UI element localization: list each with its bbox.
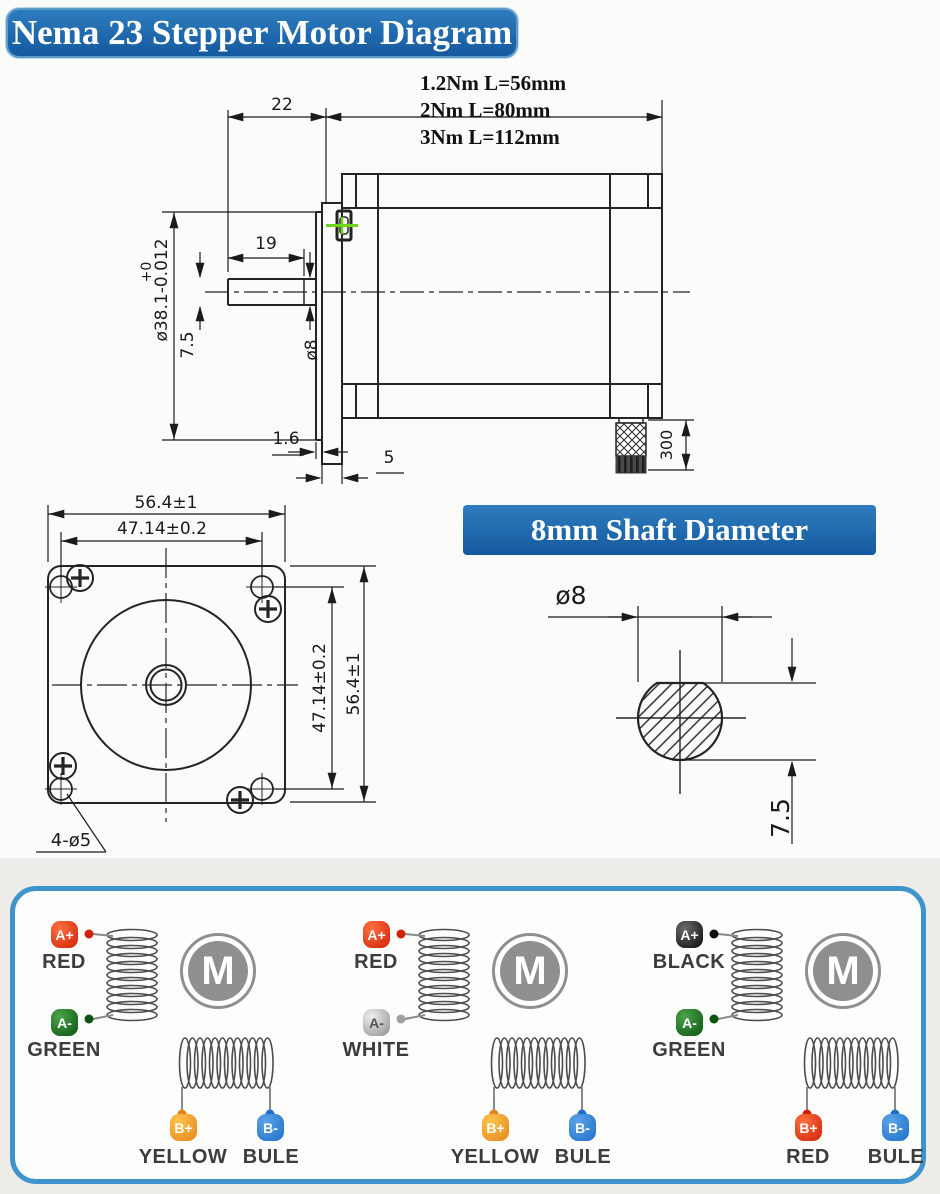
dim-cable-length: 300 bbox=[657, 429, 676, 461]
wiring-diagram: A+ RED A- GREEN M B+ YELLOW B- BULE bbox=[23, 901, 318, 1183]
phase-b-coil bbox=[490, 1037, 586, 1089]
shaft-banner-label: 8mm Shaft Diameter bbox=[530, 512, 809, 547]
dim-hole-spacing-side: 47.14±0.2 bbox=[309, 643, 330, 733]
wire-color-label-b-minus: BULE bbox=[554, 1146, 612, 1168]
motor-m-label: M bbox=[813, 941, 873, 1001]
phase-b-coil bbox=[803, 1037, 899, 1089]
wire-dot bbox=[709, 1014, 719, 1024]
wiring-diagram: A+ RED A- WHITE M B+ YELLOW B- BULE bbox=[335, 901, 630, 1183]
length-label-3: 3Nm L=112mm bbox=[420, 124, 560, 149]
terminal-a-minus-badge: A- bbox=[676, 1009, 703, 1036]
dim-flange-thickness: 5 bbox=[383, 448, 395, 468]
keyway-detail bbox=[326, 209, 358, 242]
coil-wiring-graphics bbox=[396, 928, 587, 1119]
dim-shaft-diameter: ø8 bbox=[301, 339, 322, 361]
shaft-section-drawing bbox=[616, 650, 746, 794]
lead-wires bbox=[404, 933, 583, 1110]
terminal-b-minus-badge: B- bbox=[257, 1114, 284, 1141]
page-title: Nema 23 Stepper Motor Diagram bbox=[11, 13, 513, 52]
shaft-section-dimension-lines bbox=[548, 606, 816, 844]
wiring-panel: A+ RED A- GREEN M B+ YELLOW B- BULE bbox=[10, 886, 926, 1184]
dim-section-flat-height: 7.5 bbox=[765, 798, 795, 838]
length-label-2: 2Nm L=80mm bbox=[420, 97, 551, 122]
wiring-diagram: A+ BLACK A- GREEN M B+ RED B- BULE bbox=[648, 901, 940, 1183]
terminal-a-minus-badge: A- bbox=[363, 1009, 390, 1036]
phase-a-coil bbox=[106, 928, 158, 1022]
wire-color-label-a-plus: RED bbox=[42, 951, 86, 973]
dim-hole-spacing: 47.14±0.2 bbox=[117, 519, 207, 539]
terminal-b-minus-badge: B- bbox=[882, 1114, 909, 1141]
terminal-a-plus-label: A+ bbox=[367, 926, 386, 943]
wire-color-label-b-plus: YELLOW bbox=[138, 1146, 228, 1168]
wire-color-label-a-minus: WHITE bbox=[342, 1039, 410, 1061]
terminal-b-minus-label: B- bbox=[263, 1119, 278, 1136]
dim-pilot-diameter: ø38.1-0.012 bbox=[151, 238, 172, 342]
terminal-a-minus-label: A- bbox=[682, 1014, 697, 1031]
terminal-b-minus-label: B- bbox=[888, 1119, 903, 1136]
corner-screws bbox=[49, 564, 282, 814]
dim-body-width: 56.4±1 bbox=[134, 493, 198, 513]
dim-shaft-length: 22 bbox=[271, 95, 293, 115]
motor-symbol: M bbox=[492, 933, 568, 1009]
terminal-b-plus-badge: B+ bbox=[795, 1114, 822, 1141]
front-view-dimension-lines bbox=[36, 505, 376, 853]
lead-wires bbox=[92, 933, 271, 1110]
dim-section-diameter: ø8 bbox=[555, 581, 587, 610]
terminal-a-plus-label: A+ bbox=[55, 926, 74, 943]
wire-color-label-a-minus: GREEN bbox=[652, 1039, 726, 1061]
terminal-a-minus-label: A- bbox=[369, 1014, 384, 1031]
phase-a-coil bbox=[418, 928, 470, 1022]
page-title-banner: Nema 23 Stepper Motor Diagram bbox=[6, 8, 518, 58]
dim-pilot-depth: 1.6 bbox=[272, 429, 300, 449]
terminal-a-plus-badge: A+ bbox=[51, 921, 78, 948]
terminal-a-plus-label: A+ bbox=[680, 926, 699, 943]
shaft-diameter-banner: 8mm Shaft Diameter bbox=[463, 505, 876, 555]
motor-m-label: M bbox=[188, 941, 248, 1001]
wire-color-label-a-minus: GREEN bbox=[27, 1039, 101, 1061]
terminal-b-plus-label: B+ bbox=[174, 1119, 193, 1136]
terminal-a-minus-badge: A- bbox=[51, 1009, 78, 1036]
dim-pilot-tolerance: +0 bbox=[139, 261, 155, 283]
wire-color-label-b-plus: RED bbox=[786, 1146, 830, 1168]
wire-dot bbox=[396, 929, 406, 939]
terminal-b-plus-badge: B+ bbox=[482, 1114, 509, 1141]
dim-body-height: 56.4±1 bbox=[343, 652, 364, 716]
dim-shaft-flat-height: 7.5 bbox=[177, 331, 198, 359]
front-view-drawing bbox=[45, 548, 298, 822]
technical-drawing bbox=[36, 100, 816, 853]
side-view-dimension-lines bbox=[162, 100, 694, 484]
dim-flat-length: 19 bbox=[255, 234, 277, 254]
length-label-1: 1.2Nm L=56mm bbox=[420, 70, 567, 95]
terminal-b-plus-label: B+ bbox=[486, 1119, 505, 1136]
wire-dot bbox=[396, 1014, 406, 1024]
wire-dot bbox=[84, 1014, 94, 1024]
wire-color-label-a-plus: RED bbox=[354, 951, 398, 973]
wire-dot bbox=[709, 929, 719, 939]
wire-color-label-b-minus: BULE bbox=[867, 1146, 925, 1168]
lead-wires bbox=[717, 933, 896, 1110]
wire-color-label-a-plus: BLACK bbox=[652, 951, 726, 973]
wire-dot bbox=[84, 929, 94, 939]
phase-b-coil bbox=[178, 1037, 274, 1089]
coil-wiring-graphics bbox=[709, 928, 900, 1119]
terminal-b-plus-label: B+ bbox=[799, 1119, 818, 1136]
terminal-a-plus-badge: A+ bbox=[676, 921, 703, 948]
motor-symbol: M bbox=[180, 933, 256, 1009]
terminal-a-plus-badge: A+ bbox=[363, 921, 390, 948]
terminal-b-plus-badge: B+ bbox=[170, 1114, 197, 1141]
wire-color-label-b-plus: YELLOW bbox=[450, 1146, 540, 1168]
side-view-drawing bbox=[205, 173, 690, 474]
motor-symbol: M bbox=[805, 933, 881, 1009]
wire-color-label-b-minus: BULE bbox=[242, 1146, 300, 1168]
terminal-a-minus-label: A- bbox=[57, 1014, 72, 1031]
coil-wiring-graphics bbox=[84, 928, 275, 1119]
terminal-b-minus-label: B- bbox=[575, 1119, 590, 1136]
cable-drawing bbox=[615, 417, 647, 474]
terminal-b-minus-badge: B- bbox=[569, 1114, 596, 1141]
motor-m-label: M bbox=[500, 941, 560, 1001]
phase-a-coil bbox=[731, 928, 783, 1022]
dim-mounting-holes: 4-ø5 bbox=[50, 830, 92, 851]
